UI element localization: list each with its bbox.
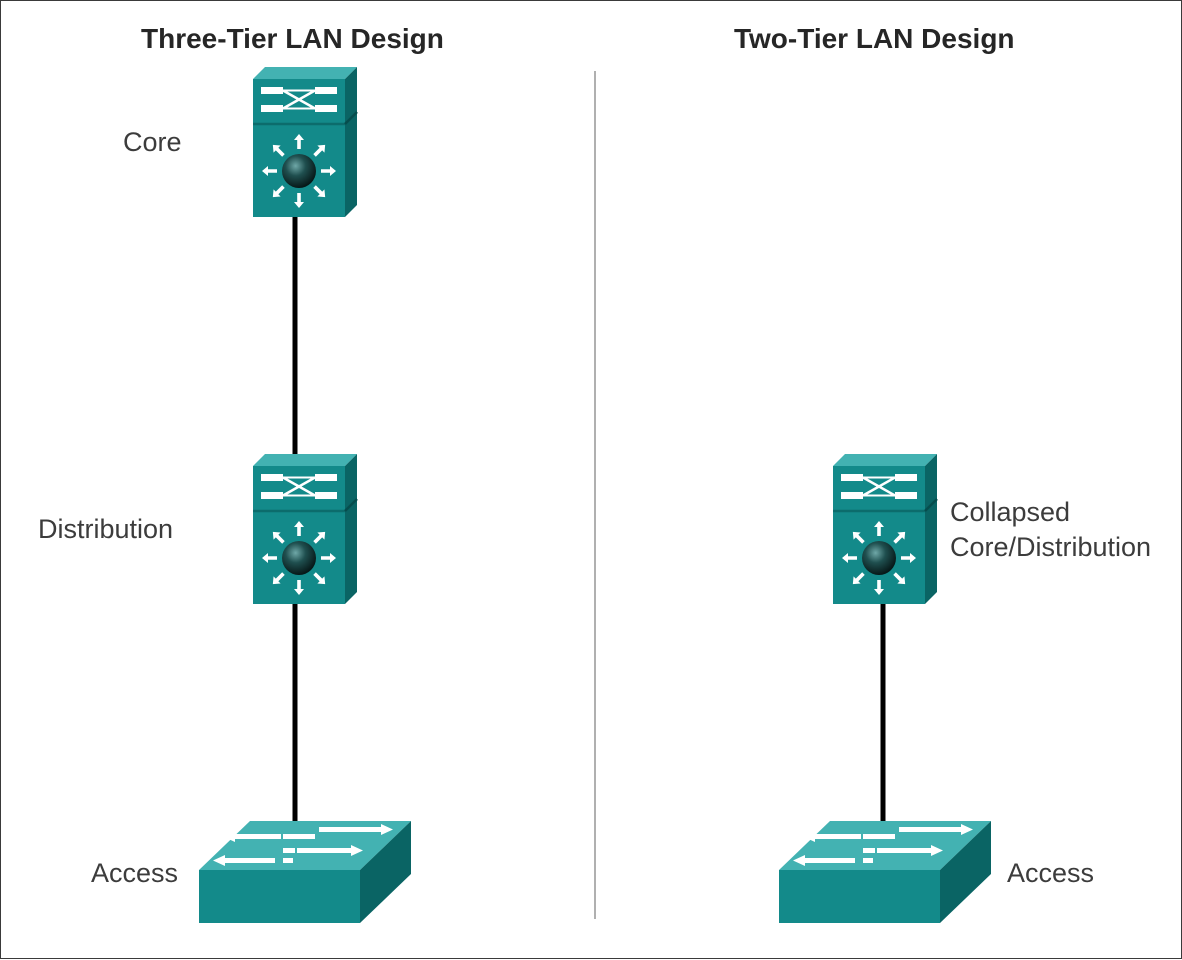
three-tier-title: Three-Tier LAN Design: [141, 23, 444, 54]
access-label-left: Access: [91, 858, 179, 888]
distribution-switch-icon: [253, 454, 357, 604]
access-label-right: Access: [1007, 858, 1095, 888]
distribution-label: Distribution: [38, 514, 174, 544]
access-switch-icon: [199, 821, 411, 923]
core-label: Core: [123, 127, 182, 157]
access-switch-icon: [779, 821, 991, 923]
collapsed-core-distribution-switch-icon: [833, 454, 937, 604]
core-switch-icon: [253, 67, 357, 217]
collapsed-label-line2: Core/Distribution: [950, 532, 1152, 562]
two-tier-title: Two-Tier LAN Design: [734, 23, 1015, 54]
collapsed-label-line1: Collapsed: [950, 497, 1071, 527]
